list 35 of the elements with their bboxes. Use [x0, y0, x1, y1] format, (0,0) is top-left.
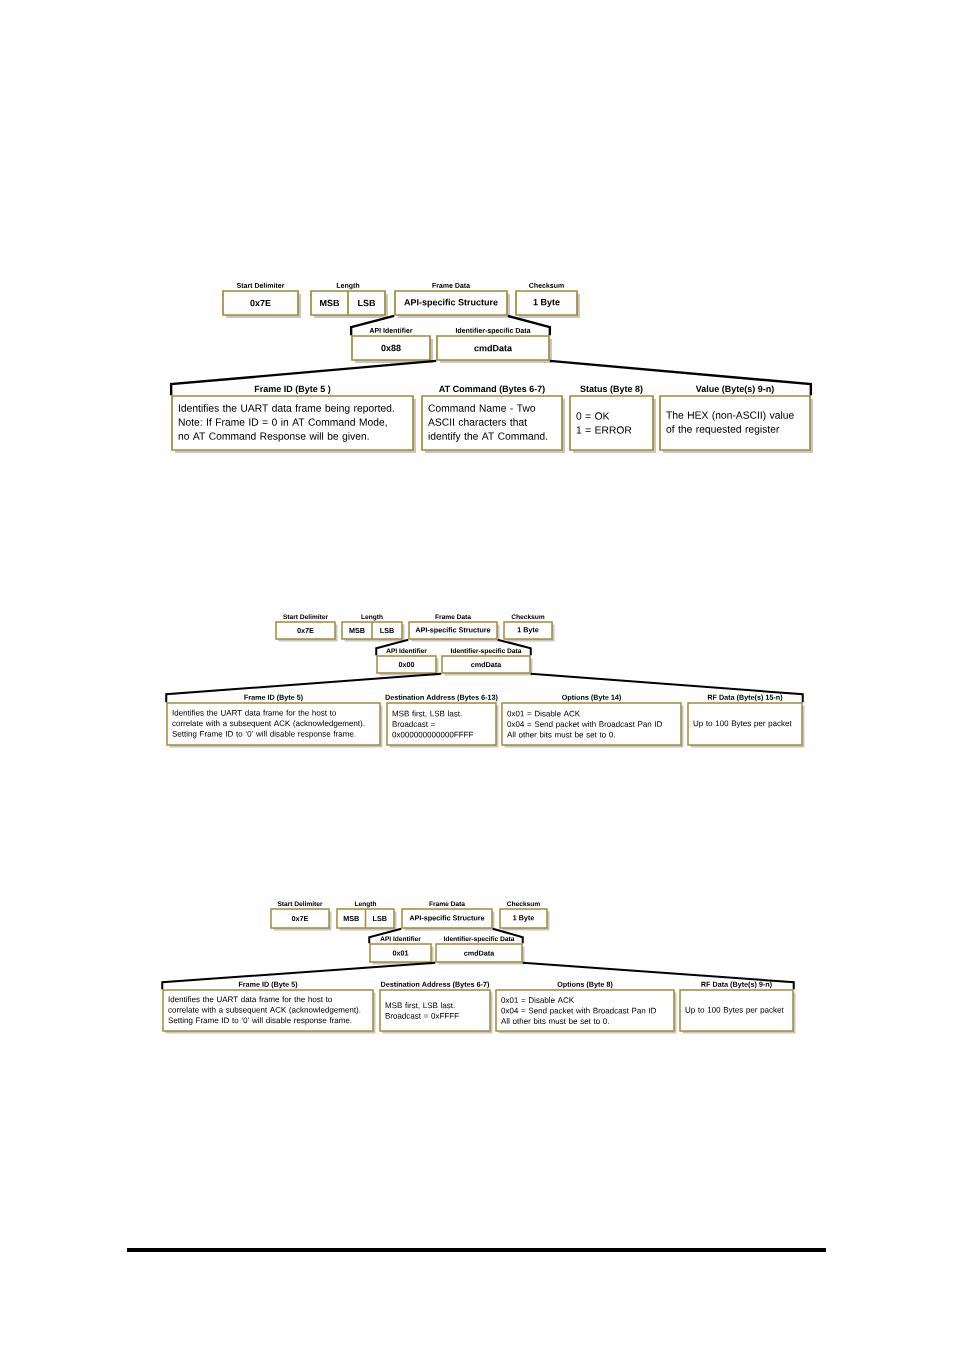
description-box: MSB first, LSB last. Broadcast = 0xFFFF	[379, 989, 493, 1034]
description-box: 0x01 = Disable ACK 0x04 = Send packet with Broadcast Pan ID All other bits must be set to 0.	[495, 989, 677, 1034]
description-box: Identifies the UART data frame for the host to correlate with a subsequent ACK (acknowledgement). Setting Frame ID to ‘0’ will disable response frame.	[166, 702, 383, 748]
field-box: 1 Byte	[515, 290, 580, 318]
expansion-line	[521, 961, 795, 991]
expansion-line	[349, 314, 395, 336]
field-box: 0x7E	[222, 290, 301, 318]
field-box: 0x88	[351, 335, 433, 363]
description-box: Identifies the UART data frame being reported. Note: If Frame ID = 0 in AT Command Mode, no AT Command Response will be given.	[171, 395, 416, 453]
description-box: Identifies the UART data frame for the host to correlate with a subsequent ACK (acknowledgement). Setting Frame ID to ‘0’ will disable response frame.	[162, 989, 376, 1034]
description-box: The HEX (non-ASCII) value of the requested register	[659, 395, 813, 453]
field-label: AT Command (Bytes 6-7)	[439, 385, 545, 394]
expansion-line	[169, 359, 437, 396]
field-value: LSB	[358, 299, 376, 307]
description-box: Up to 100 Bytes per packet	[679, 989, 796, 1034]
expansion-line	[496, 638, 532, 657]
description-box: MSB first, LSB last. Broadcast = 0x000000000000FFFF	[386, 702, 499, 748]
expansion-line	[165, 672, 443, 704]
expansion-line	[549, 359, 813, 396]
expansion-line	[368, 927, 403, 945]
expansion-line	[491, 927, 524, 945]
field-value: MSB	[320, 299, 340, 307]
expansion-line	[161, 961, 437, 991]
field-label: Frame ID (Byte 5 )	[254, 385, 331, 394]
field-box: API-specific Structure	[394, 290, 510, 318]
field-label: Value (Byte(s) 9-n)	[695, 385, 774, 394]
expansion-line	[529, 672, 804, 704]
description-box: Up to 100 Bytes per packet	[687, 702, 805, 748]
description-box: 0x01 = Disable ACK 0x04 = Send packet with Broadcast Pan ID All other bits must be set to 0.	[501, 702, 684, 748]
description-box: Command Name - Two ASCII characters that identify the AT Command.	[421, 395, 565, 453]
field-label: Status (Byte 8)	[580, 385, 643, 394]
field-box: cmdData	[436, 335, 552, 363]
expansion-line	[375, 638, 410, 657]
expansion-line	[507, 314, 552, 336]
description-box: 0 = OK 1 = ERROR	[569, 395, 656, 453]
